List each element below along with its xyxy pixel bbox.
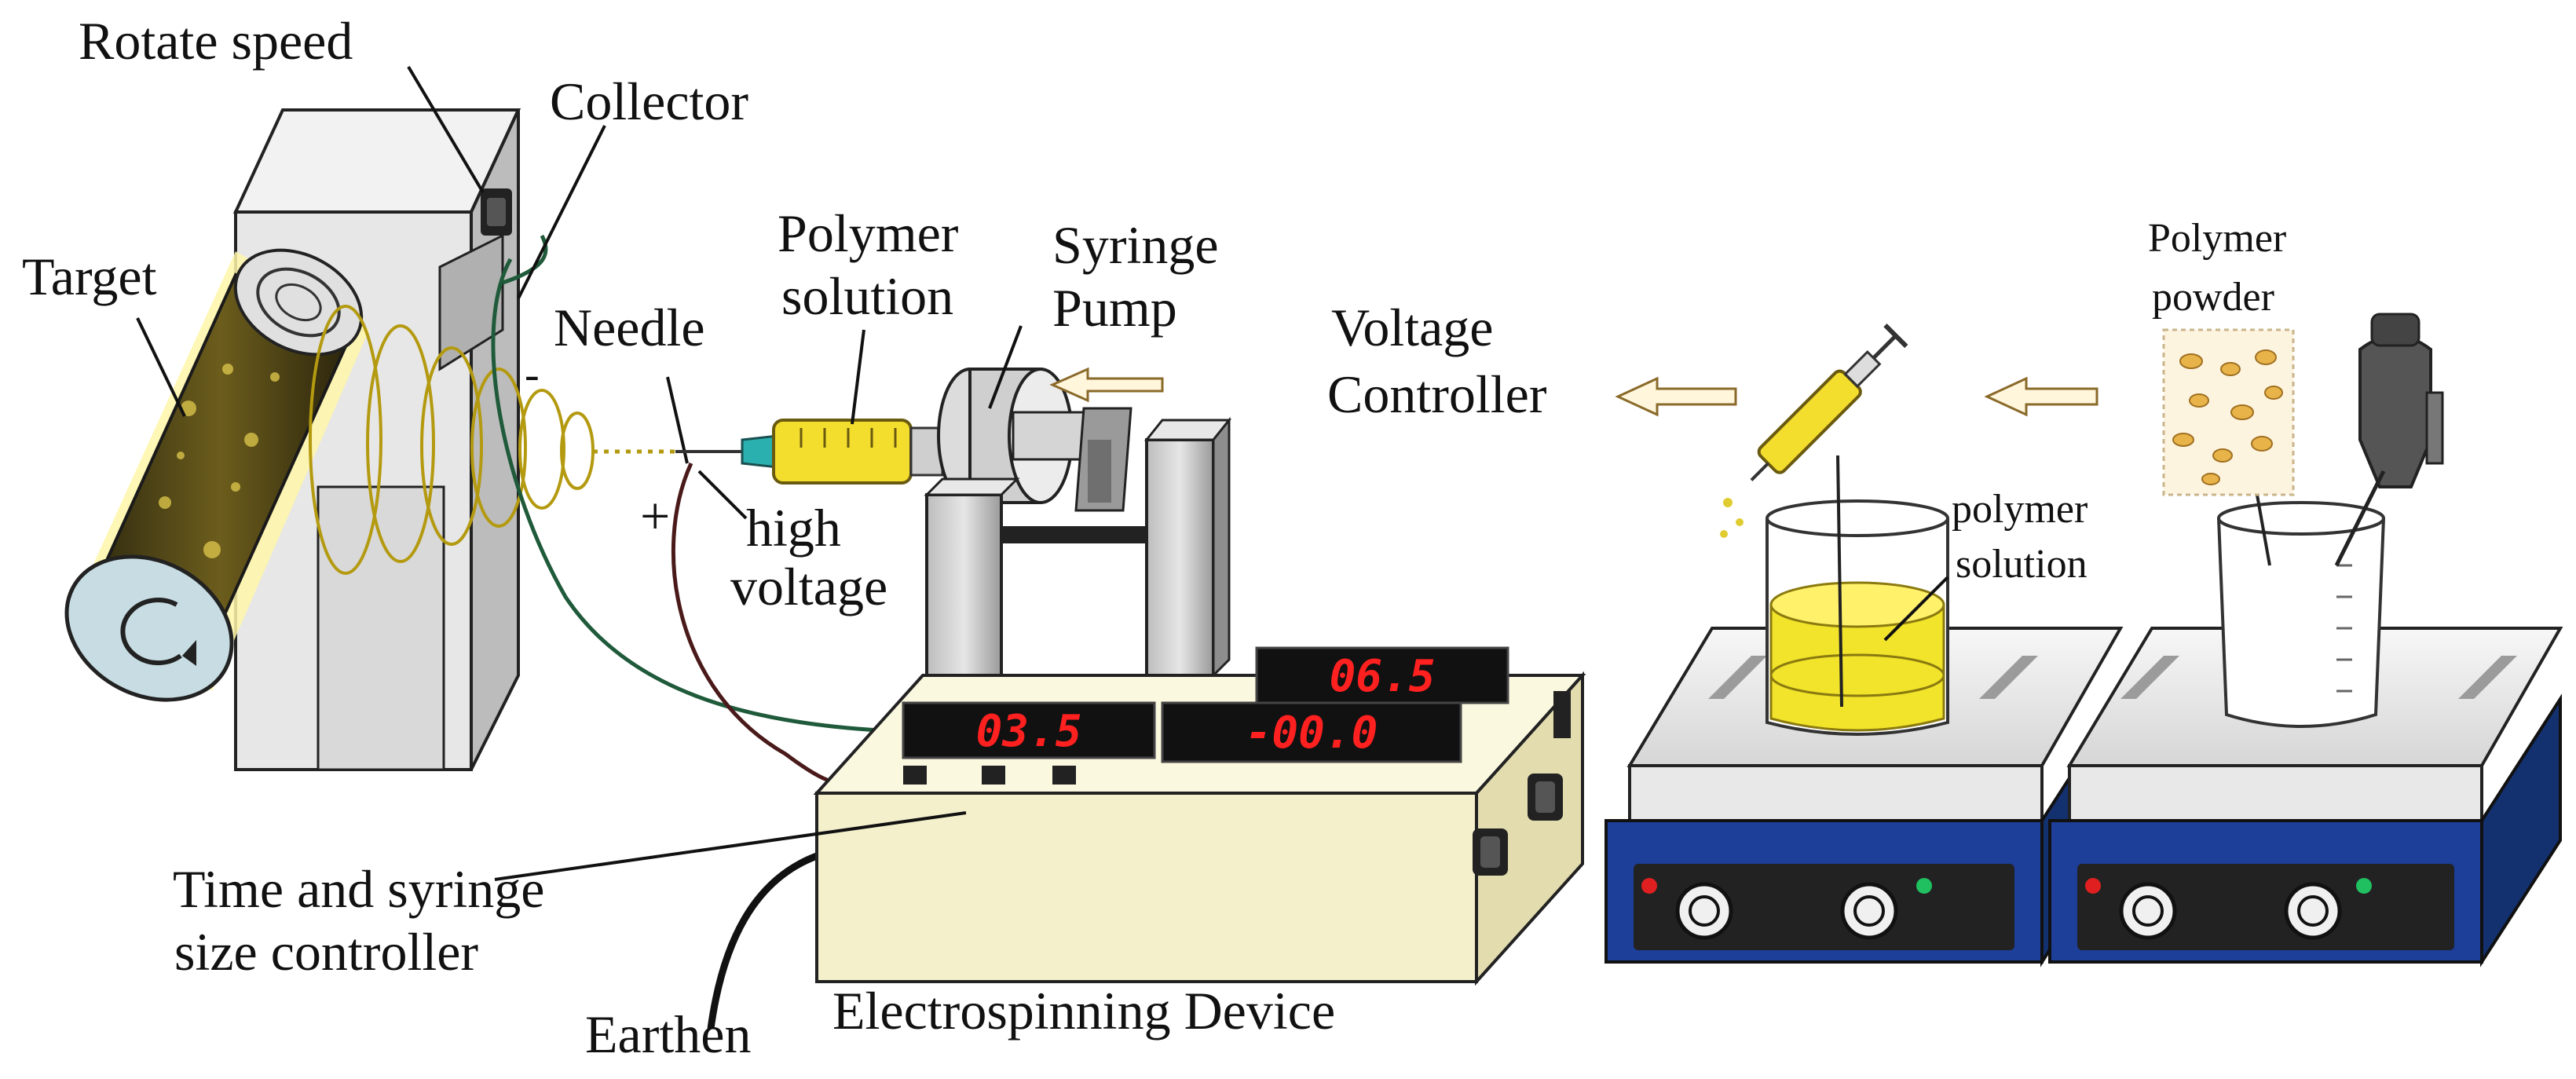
label-beaker-solution-2: solution <box>1956 542 2088 587</box>
label-polymer-solution-1: Polymer <box>778 203 959 263</box>
label-earthen: Earthen <box>585 1004 751 1064</box>
label-high-voltage-2: voltage <box>730 557 887 616</box>
label-high-voltage-1: high <box>746 498 841 558</box>
label-syringe-pump-2: Pump <box>1052 278 1177 338</box>
label-voltage-controller-1: Voltage <box>1331 298 1494 357</box>
target-drum <box>64 248 369 702</box>
label-polymer-solution-2: solution <box>781 266 953 326</box>
device-front-buttons <box>903 766 1076 785</box>
voltage-controller-knob <box>1528 691 1571 821</box>
label-beaker-solution-1: polymer <box>1952 487 2088 532</box>
device-side-knob <box>1473 828 1508 876</box>
time-display: 03.5 <box>902 701 1156 759</box>
scoop <box>2334 313 2444 567</box>
flow-display-value: 06.5 <box>1330 651 1436 702</box>
earth-cable <box>707 852 818 1030</box>
hotplate-right <box>2048 627 2563 967</box>
label-rotate-speed: Rotate speed <box>79 11 353 71</box>
ground-wire <box>491 234 880 733</box>
label-needle: Needle <box>554 298 705 357</box>
label-syringe-pump-1: Syringe <box>1052 215 1219 275</box>
flow-display: 06.5 <box>1255 646 1509 704</box>
rotate-speed-knob <box>481 188 512 236</box>
arrow-to-voltage-controller <box>1615 376 1737 417</box>
needle <box>666 376 779 469</box>
label-voltage-controller-2: Controller <box>1327 364 1547 424</box>
leader-lines <box>136 65 1949 881</box>
label-minus: - <box>525 350 540 399</box>
voltage-display: -00.0 <box>1161 701 1462 763</box>
collector-connector <box>438 233 504 371</box>
fiber-jet-spiral <box>309 305 675 575</box>
label-time-controller-1: Time and syringe <box>173 859 544 919</box>
syringe-barrel <box>772 419 944 485</box>
voltage-display-value: -00.0 <box>1246 708 1378 759</box>
label-polymer-powder-1: Polymer <box>2148 216 2286 261</box>
syringe-pump <box>924 368 1232 678</box>
small-syringe <box>1720 324 1908 538</box>
polymer-powder-bag <box>2162 328 2295 496</box>
label-target: Target <box>22 247 157 306</box>
label-plus: + <box>640 486 670 546</box>
labels: Rotate speed Collector Target Needle Pol… <box>22 11 2286 1064</box>
label-polymer-powder-2: powder <box>2152 275 2274 320</box>
arrow-to-pump <box>1049 367 1164 403</box>
time-display-value: 03.5 <box>976 706 1082 757</box>
label-electrospinning-device: Electrospinning Device <box>832 981 1335 1041</box>
beaker-solution <box>1766 455 1949 736</box>
high-voltage-wire <box>671 462 857 788</box>
label-collector: Collector <box>550 71 748 131</box>
arrow-to-syringe-beaker <box>1984 376 2098 417</box>
label-time-controller-2: size controller <box>174 922 478 982</box>
empty-beaker <box>2217 455 2385 728</box>
